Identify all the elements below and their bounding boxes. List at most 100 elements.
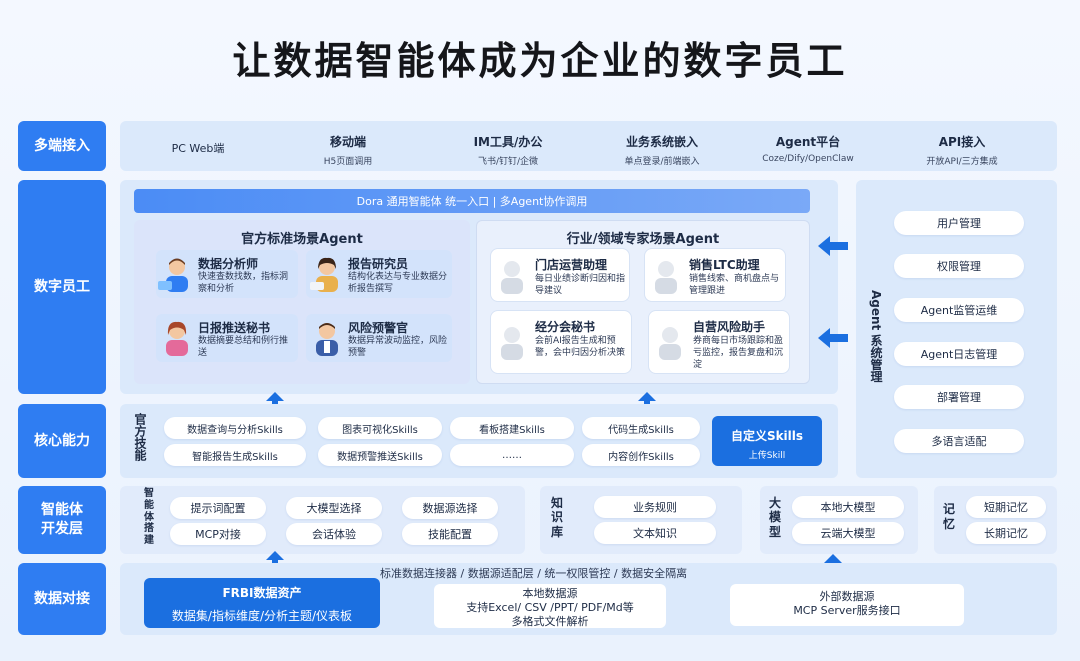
analyst-avatar-icon	[158, 258, 188, 292]
data-capabilities-line: 标准数据连接器 / 数据源适配层 / 统一权限管控 / 数据安全隔离	[380, 567, 688, 580]
custom-skills-button[interactable]: 自定义Skills 上传Skill	[712, 416, 822, 466]
row-label-data: 数据对接	[18, 563, 106, 635]
access-title: 移动端	[329, 135, 366, 149]
kb-item[interactable]: 业务规则	[594, 496, 716, 518]
model-item[interactable]: 本地大模型	[792, 496, 904, 518]
build-item[interactable]: 提示词配置	[170, 497, 266, 519]
access-title: 业务系统嵌入	[625, 135, 698, 149]
sales-ltc-avatar-icon	[655, 261, 677, 294]
access-pc-web[interactable]: PC Web端	[128, 121, 268, 171]
econ-meeting-avatar-icon	[501, 327, 523, 360]
local-data-source-card[interactable]: 本地数据源 支持Excel/ CSV /PPT/ PDF/Md等 多格式文件解析	[434, 584, 666, 628]
memory-label: 记忆	[942, 502, 955, 531]
agent-card-econ-meeting[interactable]: 经分会秘书 会前AI报告生成和预警，会中归因分析决策	[490, 310, 632, 374]
ext-sub: MCP Server服务接口	[793, 604, 901, 618]
arrow-up-icon	[266, 392, 284, 412]
agent-desc: 数据摘要总结和例行推送	[198, 336, 289, 359]
access-title: PC Web端	[171, 142, 225, 155]
access-sub: 单点登录/前端嵌入	[624, 157, 700, 167]
industry-agents-heading: 行业/领域专家场景Agent	[566, 232, 720, 247]
access-api[interactable]: API接入 开放API/三方集成	[892, 121, 1032, 171]
frbi-title: FRBI数据资产	[222, 586, 302, 600]
ext-title: 外部数据源	[819, 590, 875, 603]
page-title: 让数据智能体成为企业的数字员工	[232, 39, 848, 83]
agent-system-item[interactable]: Agent日志管理	[894, 342, 1024, 366]
custom-skills-title: 自定义Skills	[730, 429, 804, 443]
build-item[interactable]: 数据源选择	[402, 497, 498, 519]
arrow-up-icon	[266, 551, 284, 571]
agent-system-label: Agent 系统管理	[869, 290, 883, 383]
custom-skills-sub: 上传Skill	[748, 451, 786, 461]
access-title: API接入	[938, 135, 986, 149]
agent-desc: 数据异常波动监控，风险预警	[348, 336, 448, 359]
access-sub: H5页面调用	[323, 157, 373, 167]
access-mobile[interactable]: 移动端 H5页面调用	[278, 121, 418, 171]
agent-system-item[interactable]: 权限管理	[894, 254, 1024, 278]
kb-label: 知识库	[550, 496, 563, 539]
skill-item[interactable]: 数据预警推送Skills	[318, 444, 442, 466]
external-data-source-card[interactable]: 外部数据源 MCP Server服务接口	[730, 584, 964, 626]
agent-desc: 券商每日市场跟踪和盈亏监控，报告复盘和沉淀	[693, 336, 784, 371]
frbi-sub: 数据集/指标维度/分析主题/仪表板	[171, 609, 353, 623]
agent-system-item[interactable]: 多语言适配	[894, 429, 1024, 453]
memory-item[interactable]: 短期记忆	[966, 496, 1046, 518]
access-im[interactable]: IM工具/办公 飞书/钉钉/企微	[438, 121, 578, 171]
agent-system-item[interactable]: 用户管理	[894, 211, 1024, 235]
agent-card-report-researcher[interactable]: 报告研究员 结构化表达与专业数据分析报告撰写	[306, 250, 452, 298]
agent-card-store-ops[interactable]: 门店运营助理 每日业绩诊断归因和指导建议	[490, 248, 630, 302]
agent-card-risk-officer[interactable]: 风险预警官 数据异常波动监控，风险预警	[306, 314, 452, 362]
agent-card-daily-report-secretary[interactable]: 日报推送秘书 数据摘要总结和例行推送	[156, 314, 298, 362]
local-sub: 支持Excel/ CSV /PPT/ PDF/Md等	[466, 600, 634, 614]
agent-card-sales-ltc[interactable]: 销售LTC助理 销售线索、商机盘点与管理跟进	[644, 248, 786, 302]
skill-item[interactable]: 代码生成Skills	[582, 417, 700, 439]
agent-title: 经分会秘书	[535, 320, 596, 334]
agent-desc: 会前AI报告生成和预警，会中归因分析决策	[535, 336, 626, 359]
frbi-data-assets-button[interactable]: FRBI数据资产 数据集/指标维度/分析主题/仪表板	[144, 578, 380, 628]
kb-item[interactable]: 文本知识	[594, 522, 716, 544]
agent-title: 门店运营助理	[535, 258, 608, 272]
access-sub: Coze/Dify/OpenClaw	[762, 154, 854, 164]
agent-desc: 每日业绩诊断归因和指导建议	[535, 274, 626, 297]
skill-item[interactable]: 智能报告生成Skills	[164, 444, 306, 466]
agent-system-item[interactable]: 部署管理	[894, 385, 1024, 409]
proprietary-risk-avatar-icon	[659, 327, 681, 360]
access-biz-system[interactable]: 业务系统嵌入 单点登录/前端嵌入	[592, 121, 732, 171]
build-label: 智能体搭建	[144, 488, 154, 547]
arrow-left-icon	[818, 236, 848, 256]
skill-item[interactable]: 数据查询与分析Skills	[164, 417, 306, 439]
model-label: 大模型	[768, 496, 781, 539]
skill-item[interactable]: 内容创作Skills	[582, 444, 700, 466]
agent-system-item[interactable]: Agent监管运维	[894, 298, 1024, 322]
agent-title: 数据分析师	[198, 257, 259, 271]
access-title: Agent平台	[775, 135, 841, 149]
access-sub: 飞书/钉钉/企微	[477, 157, 539, 167]
skill-item[interactable]: ……	[450, 444, 574, 466]
agent-title: 日报推送秘书	[198, 321, 271, 335]
dora-bar[interactable]: Dora 通用智能体 统一入口 | 多Agent协作调用	[134, 189, 810, 213]
build-item[interactable]: 大模型选择	[286, 497, 382, 519]
row-label-access: 多端接入	[18, 121, 106, 171]
build-item[interactable]: 会话体验	[286, 523, 382, 545]
agent-card-proprietary-risk[interactable]: 自营风险助手 券商每日市场跟踪和盈亏监控，报告复盘和沉淀	[648, 310, 790, 374]
risk-officer-avatar-icon	[316, 323, 338, 356]
arrow-up-icon	[638, 392, 656, 412]
model-item[interactable]: 云端大模型	[792, 522, 904, 544]
arrow-left-icon	[818, 328, 848, 348]
researcher-avatar-icon	[310, 257, 338, 292]
official-agents-heading: 官方标准场景Agent	[241, 232, 363, 247]
row-label-staff: 数字员工	[18, 180, 106, 394]
access-panel: PC Web端 移动端 H5页面调用 IM工具/办公 飞书/钉钉/企微 业务系统…	[120, 121, 1057, 171]
agent-desc: 结构化表达与专业数据分析报告撰写	[348, 272, 448, 295]
agent-title: 自营风险助手	[693, 320, 766, 334]
skill-item[interactable]: 看板搭建Skills	[450, 417, 574, 439]
agent-desc: 快速查数找数，指标洞察和分析	[198, 272, 289, 295]
memory-item[interactable]: 长期记忆	[966, 522, 1046, 544]
access-title: IM工具/办公	[473, 135, 543, 149]
agent-card-data-analyst[interactable]: 数据分析师 快速查数找数，指标洞察和分析	[156, 250, 298, 298]
access-agent-platform[interactable]: Agent平台 Coze/Dify/OpenClaw	[738, 121, 878, 171]
access-sub: 开放API/三方集成	[926, 157, 998, 167]
build-item[interactable]: MCP对接	[170, 523, 266, 545]
build-item[interactable]: 技能配置	[402, 523, 498, 545]
secretary-avatar-icon	[166, 321, 188, 356]
skill-item[interactable]: 图表可视化Skills	[318, 417, 442, 439]
